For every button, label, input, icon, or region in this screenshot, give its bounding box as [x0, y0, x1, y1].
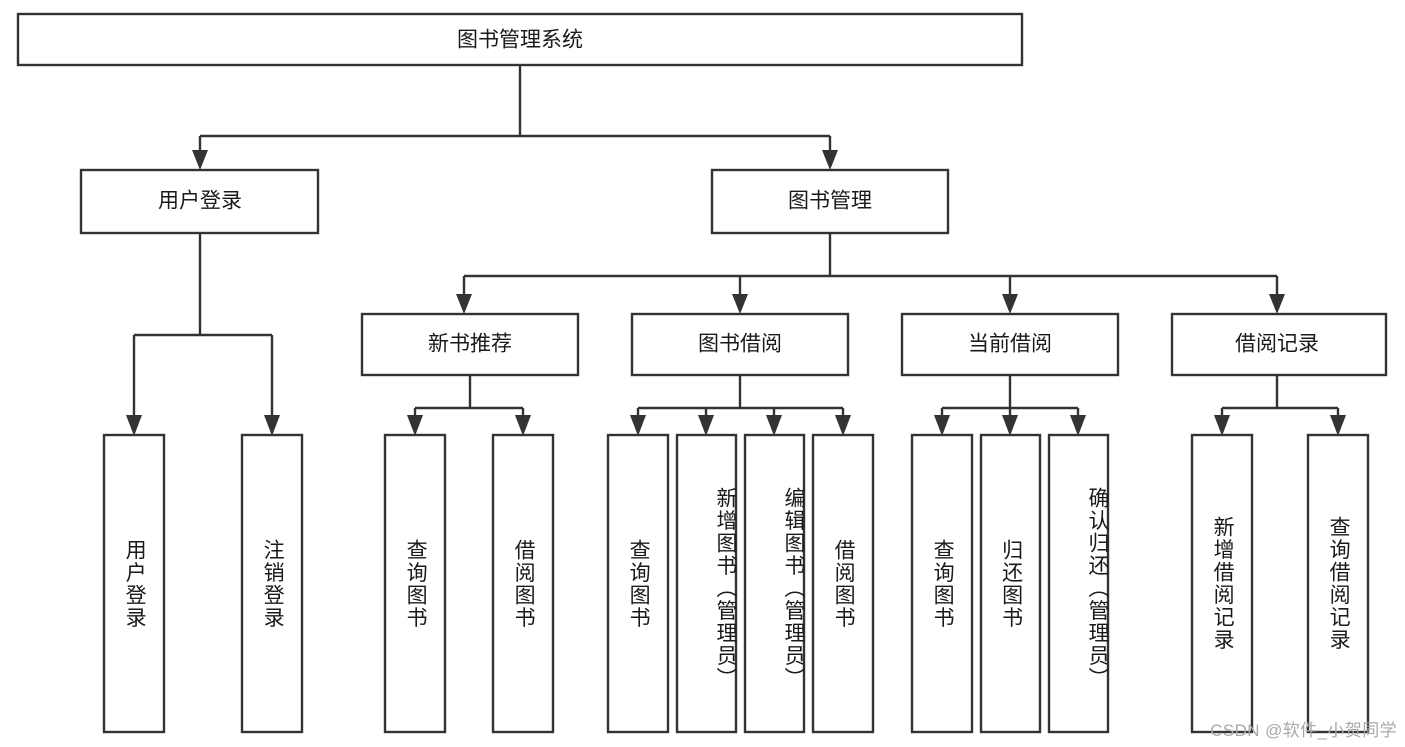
- arrow-head-icon: [264, 415, 280, 436]
- node-box-leaf-edit-book[interactable]: [743, 433, 806, 734]
- node-box-leaf-return-book[interactable]: [979, 433, 1042, 734]
- arrow-head-icon: [732, 294, 748, 314]
- node-box-book-borrow[interactable]: [630, 312, 850, 377]
- node-box-leaf-confirm-return[interactable]: [1047, 433, 1110, 734]
- arrow-head-icon: [515, 415, 531, 436]
- node-box-leaf-borrow-book-2[interactable]: [811, 433, 875, 734]
- arrow-head-icon: [835, 415, 851, 436]
- node-label-new-book-recommend: 新书推荐: [428, 333, 512, 356]
- arrow-head-icon: [1002, 415, 1018, 436]
- node-label-current-borrow: 当前借阅: [968, 333, 1052, 356]
- arrow-heads: [126, 150, 1346, 436]
- arrow-head-icon: [1002, 294, 1018, 314]
- node-box-leaf-query-book-1[interactable]: [383, 433, 447, 734]
- arrow-head-icon: [407, 415, 423, 436]
- arrow-head-icon: [822, 150, 838, 170]
- node-label-root: 图书管理系统: [457, 29, 583, 52]
- arrow-head-icon: [126, 415, 142, 436]
- arrow-head-icon: [456, 294, 472, 314]
- arrow-head-icon: [766, 415, 782, 436]
- node-box-leaf-logout[interactable]: [240, 433, 304, 734]
- node-box-leaf-query-book-2[interactable]: [606, 433, 670, 734]
- node-boxes: 图书管理系统 用户登录 图书管理 新书推荐 图书借阅 当前借阅 借阅记录: [16, 12, 1388, 734]
- arrow-head-icon: [1214, 415, 1230, 436]
- node-box-book-management[interactable]: [710, 168, 950, 235]
- node-box-new-book-recommend[interactable]: [360, 312, 580, 377]
- node-box-borrow-record[interactable]: [1170, 312, 1388, 377]
- node-box-root[interactable]: [16, 12, 1024, 67]
- node-label-book-management: 图书管理: [788, 190, 872, 213]
- node-box-leaf-add-book[interactable]: [675, 433, 738, 734]
- node-label-user-login: 用户登录: [158, 190, 242, 213]
- arrow-head-icon: [630, 415, 646, 436]
- arrow-head-icon: [698, 415, 714, 436]
- arrow-head-icon: [192, 150, 208, 170]
- node-box-leaf-user-login[interactable]: [102, 433, 166, 734]
- node-box-user-login[interactable]: [79, 168, 320, 235]
- node-box-leaf-query-record[interactable]: [1306, 433, 1370, 734]
- arrow-head-icon: [1330, 415, 1346, 436]
- arrow-head-icon: [1269, 294, 1285, 314]
- arrow-head-icon: [934, 415, 950, 436]
- arrow-head-icon: [1070, 415, 1086, 436]
- node-box-current-borrow[interactable]: [900, 312, 1120, 377]
- node-box-leaf-query-book-3[interactable]: [910, 433, 974, 734]
- node-box-leaf-borrow-book-1[interactable]: [491, 433, 555, 734]
- node-label-borrow-record: 借阅记录: [1235, 333, 1319, 356]
- node-label-book-borrow: 图书借阅: [698, 333, 782, 356]
- csdn-watermark: CSDN @软件_小贺同学: [1210, 721, 1397, 740]
- node-box-leaf-add-record[interactable]: [1190, 433, 1254, 734]
